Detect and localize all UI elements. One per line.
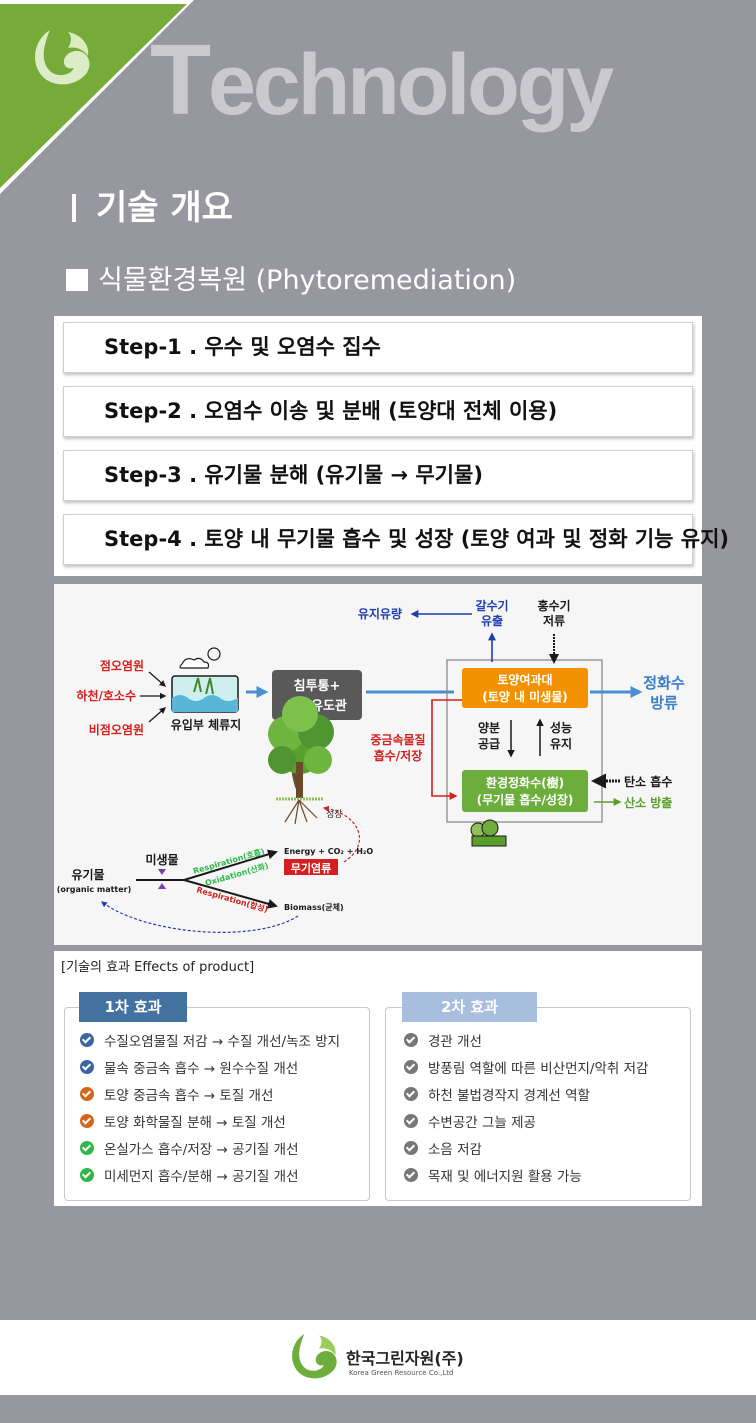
tree-illustration-icon — [268, 696, 334, 825]
organic-label: 유기물 — [71, 867, 104, 882]
secondary-effects-list: 경관 개선 방풍림 역할에 따른 비산먼지/악취 저감 하천 불법경작지 경계선… — [404, 1026, 648, 1188]
tree-group-icon — [470, 819, 507, 847]
effects-title: [기술의 효과 Effects of product] — [61, 960, 255, 975]
source-point: 점오염원 — [100, 658, 144, 673]
square-bullet-icon — [66, 269, 88, 291]
company-name-en: Korea Green Resource Co.,Ltd — [349, 1369, 454, 1377]
process-diagram: 점오염원 하천/호소수 비점오염원 유입부 체류지 침투통+ 침투유도관 유지유… — [54, 584, 702, 945]
secondary-effects-box — [385, 1007, 691, 1201]
dry-season-2: 유출 — [481, 613, 503, 628]
step-2: Step-2 . 오염수 이송 및 분배 (토양대 전체 이용) — [63, 386, 693, 437]
plant-box-2: (무기물 흡수/성장) — [477, 792, 574, 807]
source-river: 하천/호소수 — [76, 688, 136, 703]
oxygen-label: 산소 방출 — [624, 795, 672, 810]
inlet-label: 유입부 체류지 — [171, 717, 241, 732]
primary-effects-tab: 1차 효과 — [79, 992, 187, 1022]
check-circle-icon — [404, 1113, 418, 1128]
clean-water-2: 방류 — [650, 694, 678, 712]
heavy-metal-1: 중금속물질 — [370, 733, 425, 747]
steps-panel: Step-1 . 우수 및 오염수 집수 Step-2 . 오염수 이송 및 분… — [54, 316, 729, 576]
resp2-label: Respiration(합성) — [195, 884, 269, 914]
heavy-metal-2: 흡수/저장 — [374, 748, 423, 763]
green-leaf-logo-icon — [35, 30, 90, 85]
section-title: 기술 개요 — [72, 180, 233, 229]
list-item: 목재 및 에너지원 활용 가능 — [404, 1161, 648, 1188]
primary-effects-list: 수질오염물질 저감 → 수질 개선/녹조 방지 물속 중금속 흡수 → 원수수질… — [80, 1026, 340, 1188]
biomass-label: Biomass(균체) — [284, 902, 344, 912]
secondary-effects-tab: 2차 효과 — [402, 992, 537, 1022]
effects-panel: [기술의 효과 Effects of product] 1차 효과 2차 효과 … — [54, 951, 702, 1206]
technology-heading: Technology — [150, 24, 614, 136]
primary-effects-box — [64, 1007, 370, 1201]
inorganic-box — [284, 859, 338, 875]
dry-season-1: 갈수기 — [475, 598, 508, 613]
check-circle-icon — [404, 1167, 418, 1182]
energy-label: Energy + CO₂ + H₂O — [284, 847, 373, 856]
list-item: 토양 화학물질 분해 → 토질 개선 — [80, 1107, 340, 1134]
flood-season-1: 홍수기 — [537, 598, 570, 613]
list-item: 온실가스 흡수/저장 → 공기질 개선 — [80, 1134, 340, 1161]
list-item: 하천 불법경작지 경계선 역할 — [404, 1080, 648, 1107]
check-circle-icon — [80, 1140, 94, 1155]
check-circle-icon — [404, 1032, 418, 1047]
soil-filter-box — [462, 668, 588, 708]
infiltration-line1: 침투통+ — [294, 678, 341, 694]
footer: 한국그린자원(주) Korea Green Resource Co.,Ltd — [0, 1320, 756, 1395]
check-circle-icon — [80, 1113, 94, 1128]
system-frame — [446, 659, 603, 823]
step-1: Step-1 . 우수 및 오염수 집수 — [63, 322, 693, 373]
inorganic-label: 무기염류 — [291, 861, 331, 875]
source-nonpoint: 비점오염원 — [89, 722, 144, 737]
list-item: 수질오염물질 저감 → 수질 개선/녹조 방지 — [80, 1026, 340, 1053]
check-circle-icon — [404, 1140, 418, 1155]
list-item: 물속 중금속 흡수 → 원수수질 개선 — [80, 1053, 340, 1080]
check-circle-icon — [80, 1032, 94, 1047]
list-item: 소음 저감 — [404, 1134, 648, 1161]
subtitle: 식물환경복원 (Phytoremediation) — [66, 258, 516, 297]
check-circle-icon — [404, 1086, 418, 1101]
step-3: Step-3 . 유기물 분해 (유기물 → 무기물) — [63, 450, 693, 501]
performance-2: 유지 — [550, 736, 572, 751]
inlet-pond-icon — [171, 647, 239, 713]
performance-1: 성능 — [550, 721, 572, 735]
check-circle-icon — [80, 1059, 94, 1074]
list-item: 미세먼지 흡수/분해 → 공기질 개선 — [80, 1161, 340, 1188]
list-item: 경관 개선 — [404, 1026, 648, 1053]
soil-filter-2: (토양 내 미생물) — [482, 689, 568, 704]
list-item: 수변공간 그늘 제공 — [404, 1107, 648, 1134]
organic-en-label: (organic matter) — [57, 885, 132, 894]
check-circle-icon — [80, 1167, 94, 1182]
flood-season-2: 저류 — [543, 613, 565, 628]
plant-box-1: 환경정화수(樹) — [486, 775, 564, 790]
check-circle-icon — [80, 1086, 94, 1101]
nutrient-1: 양분 — [478, 720, 500, 735]
list-item: 방풍림 역할에 따른 비산먼지/악취 저감 — [404, 1053, 648, 1080]
clean-water-1: 정화수 — [643, 674, 685, 692]
corner-triangle — [0, 0, 194, 194]
carbon-label: 탄소 흡수 — [624, 774, 672, 789]
growth-label: 성장 — [326, 809, 343, 820]
plant-box — [462, 770, 588, 812]
company-name: 한국그린자원(주) — [346, 1349, 464, 1368]
soil-filter-1: 토양여과대 — [497, 672, 552, 687]
nutrient-2: 공급 — [478, 737, 500, 751]
check-circle-icon — [404, 1059, 418, 1074]
step-4: Step-4 . 토양 내 무기물 흡수 및 성장 (토양 여과 및 정화 기능… — [63, 514, 729, 565]
dry-flow-label: 유지유량 — [358, 606, 402, 621]
microbe-label: 미생물 — [145, 852, 178, 867]
list-item: 토양 중금속 흡수 → 토질 개선 — [80, 1080, 340, 1107]
company-logo-icon — [292, 1333, 337, 1379]
